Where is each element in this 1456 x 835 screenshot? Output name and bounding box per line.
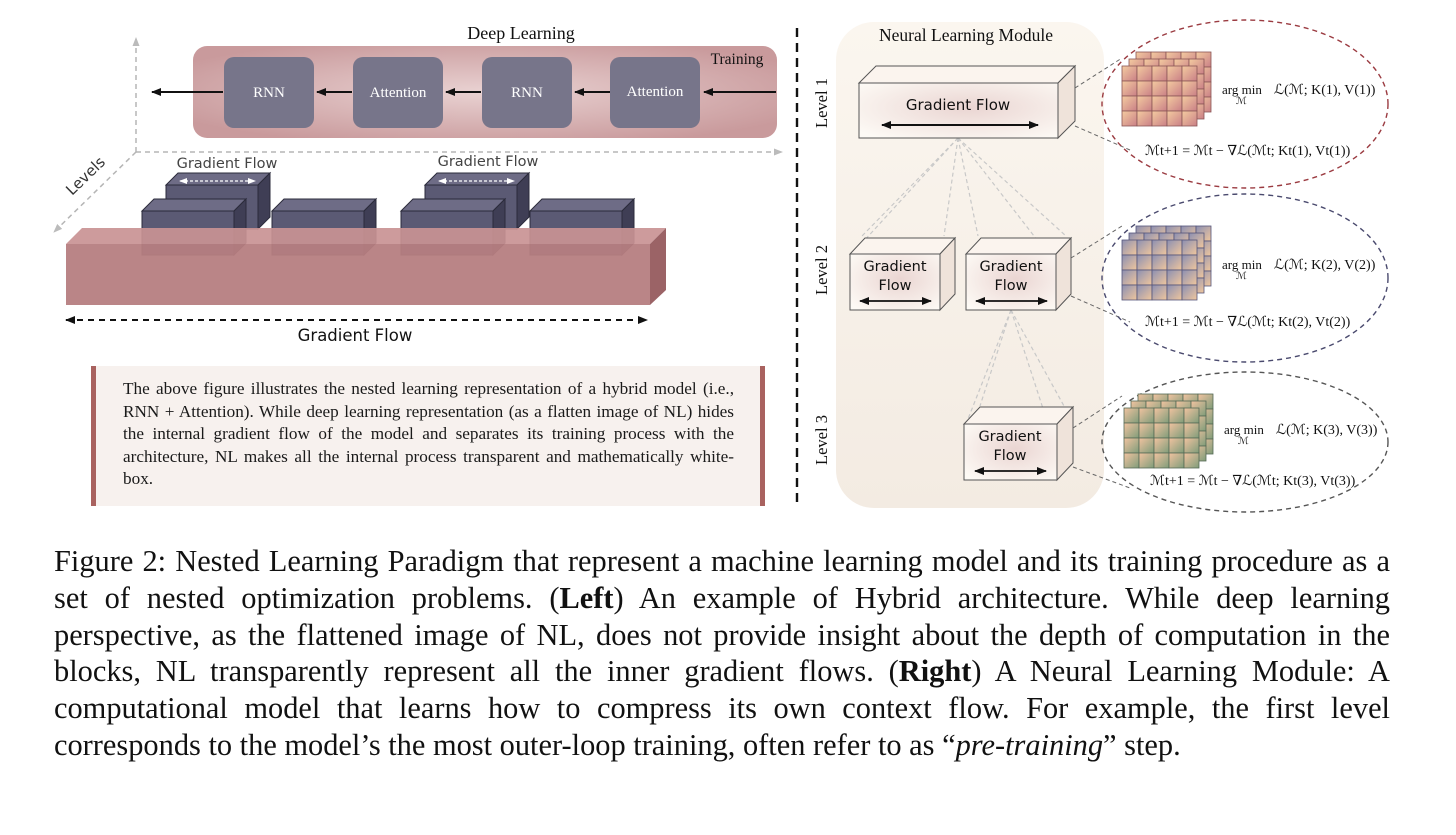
caption-right-label: Right bbox=[898, 654, 972, 689]
svg-text:ℒ(ℳ; K(3), V(3)): ℒ(ℳ; K(3), V(3)) bbox=[1276, 423, 1378, 438]
svg-text:RNN: RNN bbox=[511, 85, 543, 101]
block-rnn-2: RNN bbox=[482, 57, 572, 128]
level-2-gradient-flow-box-2: Gradient Flow bbox=[964, 236, 1073, 312]
level-1-memory-cube bbox=[1121, 51, 1212, 127]
caption-part-2: ) An example of Hybrid architecture. Whi… bbox=[54, 580, 1390, 689]
block-attention-1: Attention bbox=[353, 57, 443, 128]
deep-learning-panel: Levels Deep Learning Training RNN Attent… bbox=[53, 23, 783, 345]
gradient-flow-label-1: Gradient Flow bbox=[177, 156, 278, 172]
svg-text:Gradient Flow: Gradient Flow bbox=[906, 96, 1010, 114]
svg-text:Gradient: Gradient bbox=[978, 429, 1041, 445]
svg-text:Attention: Attention bbox=[627, 84, 684, 100]
level-1-memory-ellipse bbox=[1101, 19, 1389, 189]
caption-left-label: Left bbox=[559, 580, 614, 615]
svg-text:Gradient: Gradient bbox=[979, 259, 1042, 275]
bottom-gradient-flow-label: Gradient Flow bbox=[298, 326, 413, 345]
level-3-equations: arg min ℳ ℒ(ℳ; K(3), V(3)) ℳt+1 = ℳt − ∇… bbox=[1150, 422, 1378, 489]
level-3-memory-ellipse bbox=[1101, 371, 1389, 513]
figure-note-box: The above figure illustrates the nested … bbox=[91, 366, 765, 506]
svg-text:ℒ(ℳ; K(2), V(2)): ℒ(ℳ; K(2), V(2)) bbox=[1274, 258, 1376, 273]
caption-part-1: Figure 2: Nested Learning Paradigm that … bbox=[54, 544, 1390, 615]
block-rnn-1: RNN bbox=[224, 57, 314, 128]
training-label: Training bbox=[711, 51, 764, 68]
svg-text:ℳ: ℳ bbox=[1236, 271, 1247, 282]
caption-part-4: ” step. bbox=[1103, 727, 1181, 762]
svg-text:ℳ: ℳ bbox=[1238, 436, 1249, 447]
levels-axis-label: Levels bbox=[62, 153, 109, 199]
level-3-gradient-flow-box: Gradient Flow bbox=[962, 405, 1075, 482]
svg-text:arg min: arg min bbox=[1222, 257, 1262, 272]
figure-note-text: The above figure illustrates the nested … bbox=[123, 379, 734, 489]
svg-text:Attention: Attention bbox=[370, 85, 427, 101]
caption-part-3: ) A Neural Learning Module: A computatio… bbox=[54, 654, 1390, 762]
svg-text:Flow: Flow bbox=[878, 278, 911, 294]
figure-illustration: Levels Deep Learning Training RNN Attent… bbox=[53, 19, 1389, 513]
neural-learning-module-panel: Neural Learning Module Level 1 Level 2 L… bbox=[812, 19, 1389, 513]
svg-text:Gradient: Gradient bbox=[863, 259, 926, 275]
level-2-memory-cube bbox=[1121, 225, 1212, 301]
module-title: Neural Learning Module bbox=[879, 25, 1053, 45]
level-2-gradient-flow-box-1: Gradient Flow bbox=[848, 236, 957, 312]
level-2-equations: arg min ℳ ℒ(ℳ; K(2), V(2)) ℳt+1 = ℳt − ∇… bbox=[1145, 257, 1376, 330]
svg-text:ℳt+1 = ℳt − ∇ℒ(ℳt; Kt(1), Vt(1: ℳt+1 = ℳt − ∇ℒ(ℳt; Kt(1), Vt(1)) bbox=[1145, 144, 1351, 159]
caption-italic-term: pre-training bbox=[955, 727, 1104, 762]
flattened-slab bbox=[66, 228, 666, 305]
level-1-gradient-flow-box: Gradient Flow bbox=[857, 64, 1077, 140]
figure-caption: Figure 2: Nested Learning Paradigm that … bbox=[54, 543, 1390, 764]
deep-learning-title: Deep Learning bbox=[467, 23, 574, 43]
svg-text:ℳt+1 = ℳt − ∇ℒ(ℳt; Kt(3), Vt(3: ℳt+1 = ℳt − ∇ℒ(ℳt; Kt(3), Vt(3)) bbox=[1150, 474, 1356, 489]
svg-text:ℳt+1 = ℳt − ∇ℒ(ℳt; Kt(2), Vt(2: ℳt+1 = ℳt − ∇ℒ(ℳt; Kt(2), Vt(2)) bbox=[1145, 315, 1351, 330]
svg-text:arg min: arg min bbox=[1222, 82, 1262, 97]
svg-text:ℳ: ℳ bbox=[1236, 96, 1247, 107]
svg-text:ℒ(ℳ; K(1), V(1)): ℒ(ℳ; K(1), V(1)) bbox=[1274, 83, 1376, 98]
level-1-label: Level 1 bbox=[812, 78, 831, 128]
level-1-equations: arg min ℳ ℒ(ℳ; K(1), V(1)) ℳt+1 = ℳt − ∇… bbox=[1145, 82, 1376, 159]
level-3-label: Level 3 bbox=[812, 415, 831, 465]
level-2-label: Level 2 bbox=[812, 245, 831, 295]
level-3-memory-cube bbox=[1123, 393, 1214, 469]
svg-text:Flow: Flow bbox=[993, 448, 1026, 464]
gradient-flow-label-2: Gradient Flow bbox=[438, 154, 539, 170]
svg-text:arg min: arg min bbox=[1224, 422, 1264, 437]
svg-text:RNN: RNN bbox=[253, 85, 285, 101]
level-2-memory-ellipse bbox=[1101, 193, 1389, 363]
block-attention-2: Attention bbox=[610, 57, 700, 128]
svg-text:Flow: Flow bbox=[994, 278, 1027, 294]
